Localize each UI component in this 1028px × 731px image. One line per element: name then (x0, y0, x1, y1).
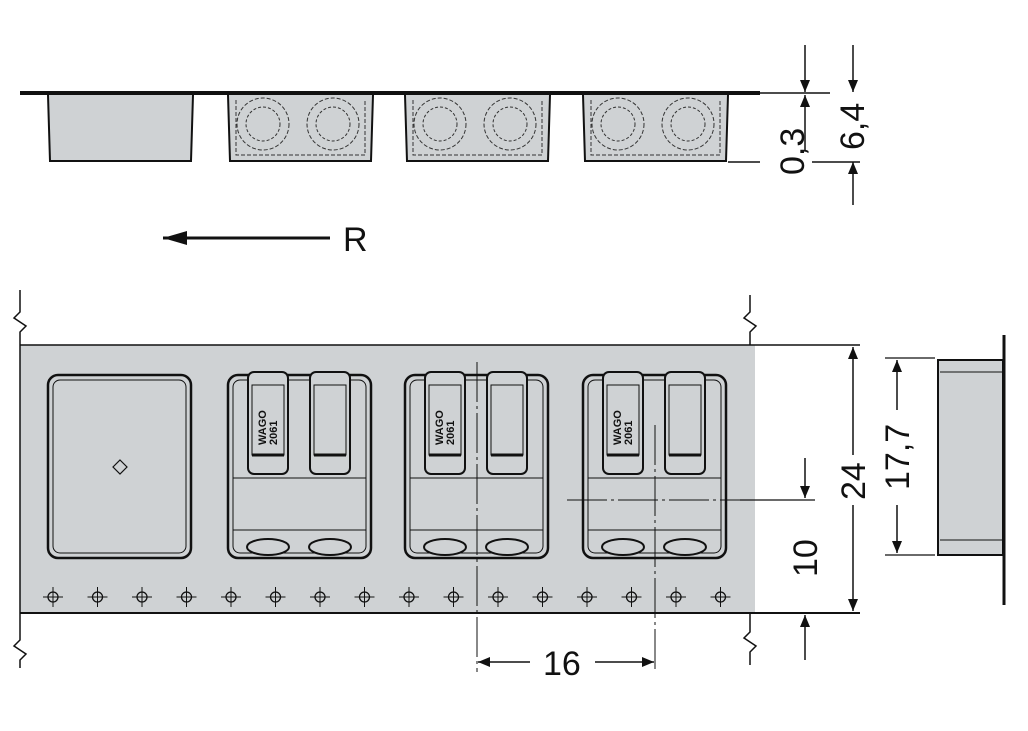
side-pocket (47, 94, 194, 162)
sprocket-hole-icon (621, 587, 642, 607)
sprocket-hole-icon (577, 587, 597, 607)
pocket-length-label: 17,7 (879, 424, 917, 490)
sprocket-hole-icon (443, 587, 464, 607)
connector-lever (485, 371, 529, 556)
pitch-dimension: 16 (476, 362, 815, 683)
break-line-right (742, 295, 758, 665)
depth-dimensions: 0,3 6,4 (728, 45, 872, 205)
component-marking-part: 2061 (623, 421, 635, 445)
sprocket-hole-icon (176, 587, 197, 607)
direction-arrow: R (163, 221, 368, 259)
side-pocket (227, 94, 374, 162)
hole-to-center-label: 10 (787, 539, 825, 577)
component-marking-part: 2061 (445, 421, 457, 445)
sprocket-hole-icon (221, 587, 241, 607)
component-marking-brand: WAGO (612, 410, 624, 445)
sprocket-hole-icon (710, 587, 731, 607)
break-line-left (12, 290, 28, 668)
component-marking-part: 2061 (268, 421, 280, 445)
sprocket-hole-icon (132, 587, 152, 607)
film-thickness-label: 0,3 (774, 128, 812, 175)
side-pocket (582, 94, 729, 162)
sprocket-hole-icon (310, 587, 330, 607)
sprocket-hole-icon (265, 587, 286, 607)
sprocket-hole-icon (354, 587, 375, 607)
sprocket-hole-icon (87, 587, 108, 607)
direction-label: R (343, 221, 368, 259)
pitch-label: 16 (543, 645, 581, 683)
sprocket-hole-icon (532, 587, 553, 607)
pocket-depth-label: 6,4 (834, 103, 872, 150)
end-view: 17,7 (879, 335, 1006, 605)
center-mark-icon (112, 459, 128, 475)
sprocket-hole-icon (666, 587, 686, 607)
tape-width-label: 24 (835, 462, 873, 500)
connector-lever (663, 371, 707, 556)
sprocket-hole-icon (399, 587, 419, 607)
width-dimensions: 24 10 (787, 347, 873, 660)
connector-lever (308, 371, 352, 556)
empty-pocket (46, 373, 193, 560)
sprocket-hole-icon (488, 587, 508, 607)
component-marking-brand: WAGO (257, 410, 269, 445)
side-view-strip (20, 91, 830, 162)
side-pocket (404, 94, 551, 162)
component-marking-brand: WAGO (434, 410, 446, 445)
sprocket-hole-icon (43, 587, 63, 607)
